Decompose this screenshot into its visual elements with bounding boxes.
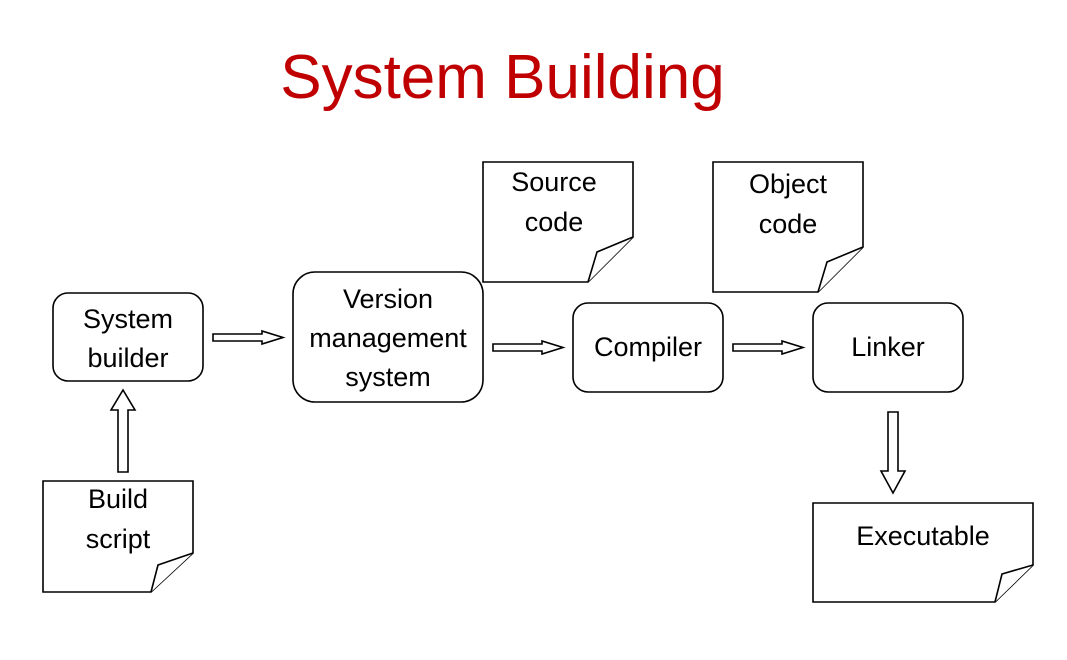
arrow-linker-to-executable: [879, 411, 907, 495]
slide-title: System Building: [280, 43, 725, 112]
source-code-document: [482, 161, 634, 283]
arrow-builder-to-version: [212, 329, 286, 346]
arrow-version-to-compiler: [492, 339, 566, 356]
arrow-script-to-builder: [109, 388, 137, 473]
build-script-document: [42, 480, 194, 593]
system-builder-box: [52, 292, 204, 382]
executable-document: [812, 502, 1034, 603]
compiler-box: [572, 302, 724, 393]
version-management-box: [292, 271, 484, 403]
arrow-compiler-to-linker: [732, 339, 806, 356]
object-code-document: [712, 161, 864, 293]
linker-box: [812, 302, 964, 393]
